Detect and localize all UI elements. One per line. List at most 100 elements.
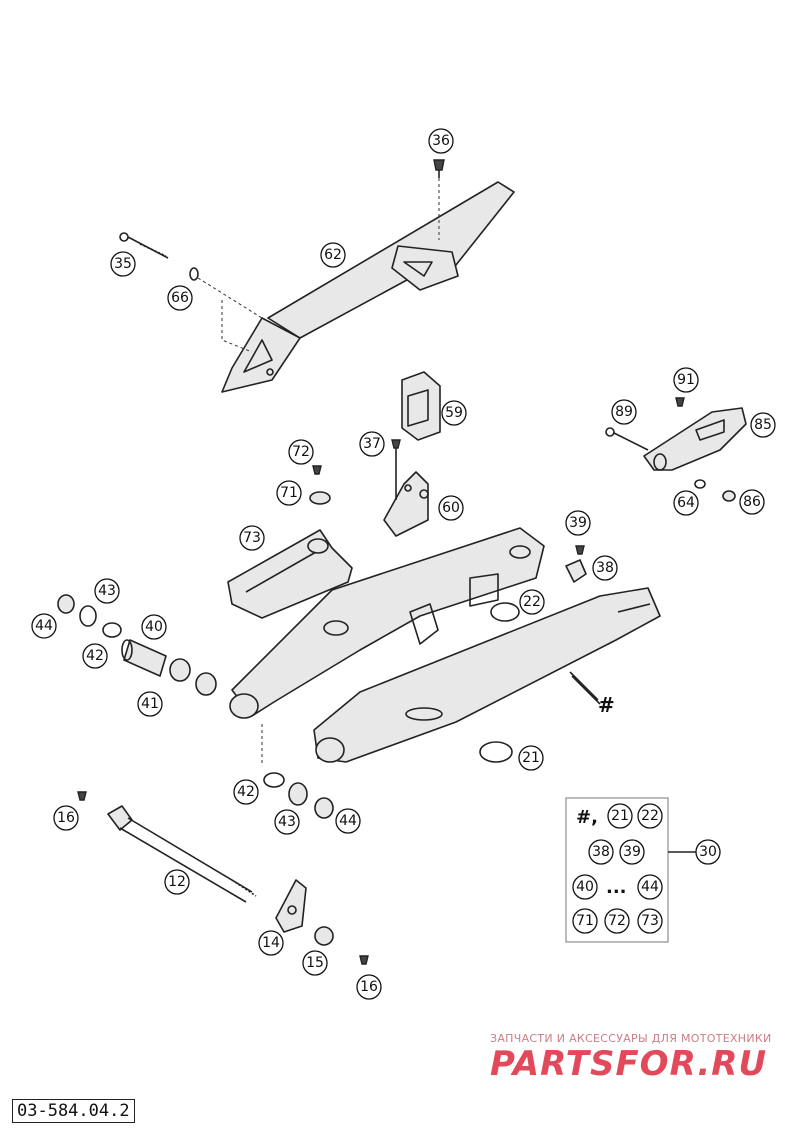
svg-text:37: 37 (363, 436, 381, 452)
svg-text:21: 21 (611, 808, 629, 824)
svg-text:73: 73 (641, 913, 659, 929)
callout-44-lower: 44 (335, 808, 361, 834)
swingarm-marker: # (598, 693, 615, 717)
kit-contents-box: #, 21 22 38 39 40 ... 44 71 72 73 (565, 797, 696, 943)
svg-text:42: 42 (237, 784, 255, 800)
screw-39 (575, 545, 585, 555)
ring-42-lower (263, 772, 285, 788)
svg-text:64: 64 (677, 495, 695, 511)
callout-39: 39 (565, 510, 591, 536)
chain-guard (221, 181, 515, 393)
svg-text:35: 35 (114, 256, 132, 272)
screw-16-upper (77, 791, 87, 801)
svg-text:43: 43 (278, 814, 296, 830)
washer-66 (189, 267, 199, 281)
svg-text:16: 16 (360, 979, 378, 995)
kit-item-22: 22 (637, 803, 663, 829)
svg-text:40: 40 (145, 619, 163, 635)
chain-slider-block (401, 371, 441, 441)
kit-item-44: 44 (637, 874, 663, 900)
callout-71: 71 (276, 480, 302, 506)
callout-43-upper: 43 (94, 578, 120, 604)
spacer-43-lower (288, 782, 308, 806)
callout-15: 15 (302, 950, 328, 976)
callout-44-upper: 44 (31, 613, 57, 639)
callout-62: 62 (320, 242, 346, 268)
pivot-axle (107, 805, 257, 903)
guard-screw-36 (433, 159, 445, 178)
kit-item-73: 73 (637, 908, 663, 934)
seal-44-upper (57, 594, 75, 614)
cover-22 (490, 602, 520, 622)
svg-text:66: 66 (171, 290, 189, 306)
grommet-71 (309, 491, 331, 505)
callout-16-lower: 16 (356, 974, 382, 1000)
kit-item-21: 21 (607, 803, 633, 829)
chain-slider (227, 529, 353, 619)
callout-91: 91 (673, 367, 699, 393)
kit-item-40: 40 (572, 874, 598, 900)
callout-60: 60 (438, 495, 464, 521)
svg-text:86: 86 (743, 494, 761, 510)
callout-21: 21 (518, 745, 544, 771)
callout-73: 73 (239, 525, 265, 551)
kit-item-39: 39 (619, 839, 645, 865)
callout-43-lower: 43 (274, 809, 300, 835)
screw-16-lower (359, 955, 369, 965)
callout-42-lower: 42 (233, 779, 259, 805)
callout-86: 86 (739, 489, 765, 515)
callout-16-upper: 16 (53, 805, 79, 831)
swingarm (229, 527, 661, 763)
callout-85: 85 (750, 412, 776, 438)
plate-14 (275, 879, 307, 933)
svg-text:21: 21 (522, 750, 540, 766)
guide-bolt-89 (605, 427, 649, 451)
svg-text:44: 44 (339, 813, 357, 829)
cover-21 (479, 741, 513, 763)
callout-59: 59 (441, 400, 467, 426)
kit-prefix: #, (576, 807, 598, 828)
svg-text:22: 22 (641, 808, 659, 824)
svg-text:44: 44 (35, 618, 53, 634)
callout-30: 30 (695, 839, 721, 865)
svg-text:39: 39 (623, 844, 641, 860)
callout-22: 22 (519, 589, 545, 615)
nut-15 (314, 926, 334, 946)
svg-text:22: 22 (523, 594, 541, 610)
kit-item-72: 72 (604, 908, 630, 934)
callout-72: 72 (288, 439, 314, 465)
svg-text:16: 16 (57, 810, 75, 826)
nut-86 (722, 490, 736, 502)
svg-text:41: 41 (141, 696, 159, 712)
callout-89: 89 (611, 399, 637, 425)
svg-text:38: 38 (592, 844, 610, 860)
svg-text:72: 72 (292, 444, 310, 460)
svg-text:73: 73 (243, 530, 261, 546)
needle-bearings-41 (169, 658, 217, 696)
svg-text:62: 62 (324, 247, 342, 263)
kit-range-separator: ... (606, 877, 627, 898)
guard-screw-35 (119, 232, 169, 259)
svg-text:91: 91 (677, 372, 695, 388)
svg-text:12: 12 (168, 874, 186, 890)
watermark-logo: PARTSFOR.RU (490, 1044, 768, 1084)
svg-text:40: 40 (576, 879, 594, 895)
svg-text:89: 89 (615, 404, 633, 420)
svg-text:59: 59 (445, 405, 463, 421)
ring-42-upper (102, 622, 122, 638)
kit-item-38: 38 (588, 839, 614, 865)
callout-35: 35 (110, 251, 136, 277)
callout-37: 37 (359, 431, 385, 457)
svg-text:36: 36 (432, 133, 450, 149)
washer-64 (694, 479, 706, 489)
callout-41: 41 (137, 691, 163, 717)
spacer-43-upper (79, 605, 97, 627)
diagram-reference-code: 03-584.04.2 (12, 1099, 135, 1123)
callout-36: 36 (428, 128, 454, 154)
slider-bracket (383, 439, 429, 537)
watermark-tagline: ЗАПЧАСТИ И АКСЕССУАРЫ ДЛЯ МОТОТЕХНИКИ (490, 1032, 772, 1045)
callout-66: 66 (167, 285, 193, 311)
svg-text:42: 42 (86, 648, 104, 664)
svg-text:39: 39 (569, 515, 587, 531)
